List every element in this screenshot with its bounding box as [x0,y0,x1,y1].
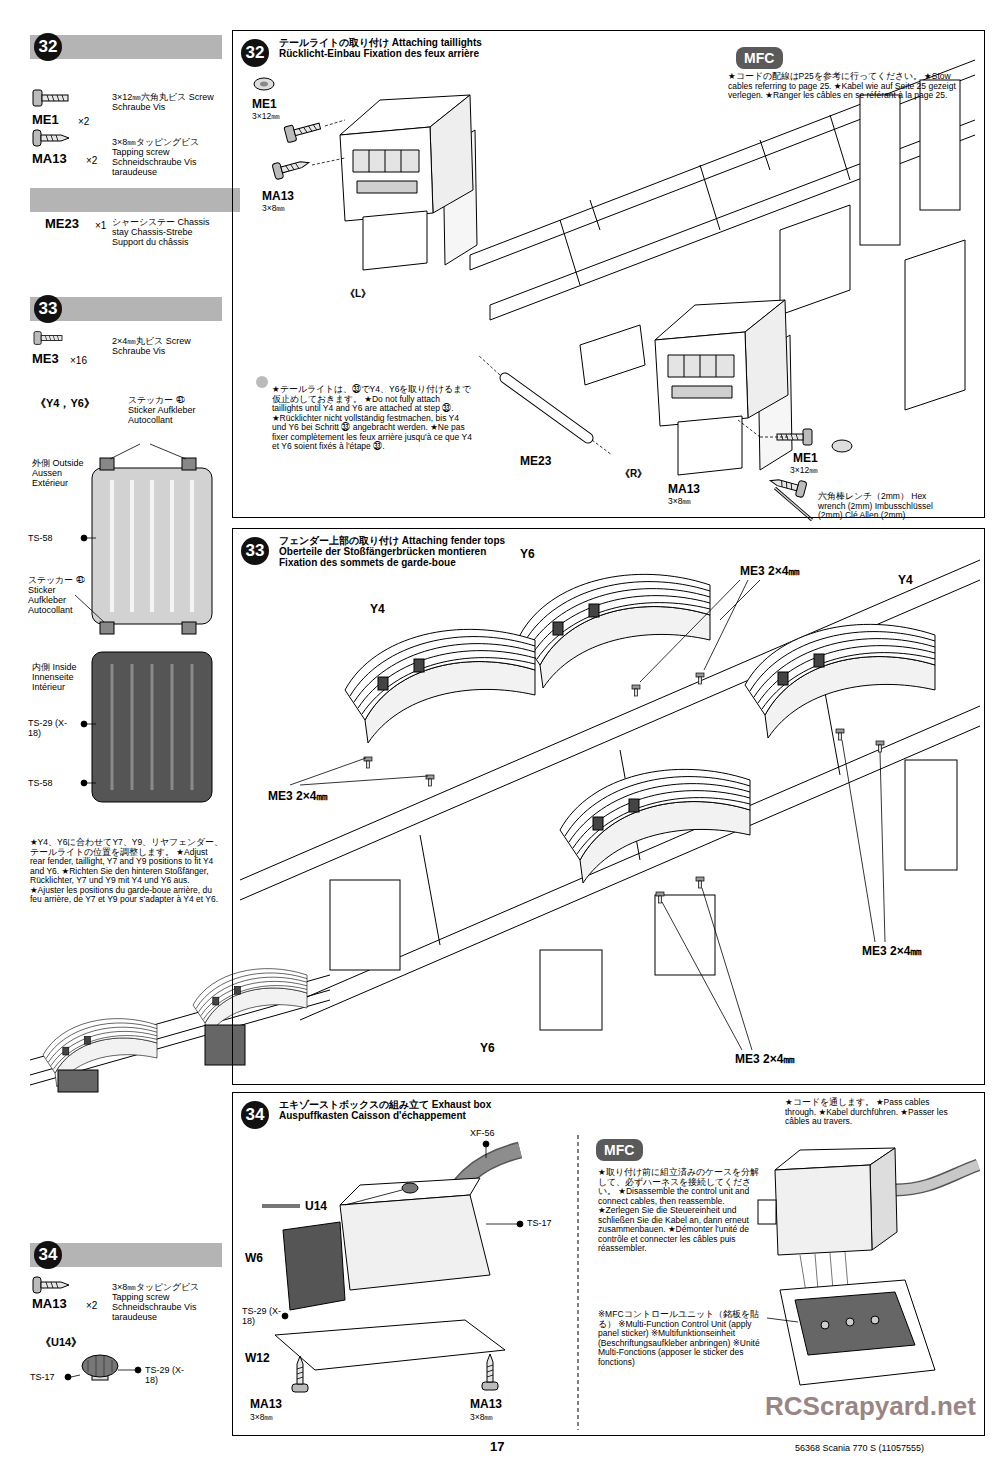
mfc-badge: MFC [596,1139,643,1161]
note: ★コードの配線はP25を参考に行ってください。 ★Stow cables ref… [728,72,973,101]
part-code: ME3 2×4㎜ [740,565,800,578]
part-code: Y6 [520,548,535,561]
fender-top-part [345,574,935,883]
paint-code: TS-58 [28,533,53,543]
part-code: ME1 [32,113,59,128]
part-description: シャーシステー Chassis stay Chassis-Strebe Supp… [112,217,212,247]
sticker-callout: ステッカー ㊶ Sticker Aufkleber Autocollant [28,575,86,615]
part-code: MA13 [32,1297,67,1312]
dimension: 3×8㎜ [668,497,691,507]
step-panel: 33 フェンダー上部の取り付け Attaching fender tops Obe… [232,528,985,1085]
badge-text: MFC [604,1142,634,1158]
step-heading: エキゾーストボックスの組み立て Exhaust box Auspuffkaste… [279,1099,519,1121]
step-bar: 32 [30,35,222,59]
exhaust-box [275,1150,520,1392]
dimension: 3×8㎜ [250,1413,273,1423]
step-number: 33 [241,537,269,565]
part-code: U14 [305,1200,327,1213]
step-number: 33 [34,295,62,323]
sticker-callout: ステッカー ㊶ Sticker Aufkleber Autocollant [128,395,208,425]
screw-icon [364,673,884,903]
step-bar: 33 [30,297,222,321]
part-description: 3×8㎜タッピングビス Tapping screw Schneidschraub… [112,1282,222,1322]
paint-code: TS-17 [527,1218,552,1228]
side-label: 外側 Outside Aussen Extérieur [32,458,90,488]
dimension: 3×12㎜ [252,112,280,122]
paint-code: TS-29 (X-18) [145,1365,187,1385]
part-code: MA13 [470,1398,502,1411]
part-code: Y4 [370,603,385,616]
chassis-frame [240,560,980,1030]
dimension: 3×12㎜ [790,466,818,476]
leader-line [262,1141,523,1319]
part-code: Y6 [480,1042,495,1055]
quantity: ×16 [70,355,87,366]
paint-code: TS-29 (X-18) [28,718,68,738]
page-number: 17 [490,1440,504,1455]
part-name: 《Y4，Y6》 [35,397,95,409]
chassis-stay-rod [505,378,588,438]
watermark: RCScrapyard.net [765,1392,976,1421]
step-number: 34 [34,1241,62,1269]
part-code: ME23 [45,217,79,232]
tool-callout: 六角棒レンチ（2mm） Hex wrench (2mm) Imbusschlüs… [818,492,953,521]
badge-text: MFC [744,50,774,66]
chassis-stay-part [30,188,240,212]
footer-code: 56368 Scania 770 S (11057555) [795,1443,924,1453]
control-unit [758,1148,978,1385]
step-bar: 34 [30,1243,222,1267]
screw-icon [254,78,852,498]
note: ★取り付け前に組立済みのケースを分解して、必ずハーネスを接続してください。 ★D… [598,1168,763,1254]
fender-top-part [92,458,212,802]
side-label: 内側 Inside Innenseite Intérieur [32,662,90,692]
part-code: ME23 [520,455,551,468]
step-panel: 34 エキゾーストボックスの組み立て Exhaust box Auspuffkas… [232,1092,985,1436]
chassis-inset [30,969,330,1092]
part-code: W12 [245,1352,270,1365]
paint-code: XF-56 [470,1128,495,1138]
part-description: 3×12㎜六角丸ビス Screw Schraube Vis [112,92,222,112]
part-code: MA13 [32,152,67,167]
part-description: 3×8㎜タッピングビス Tapping screw Schneidschraub… [112,137,222,177]
part-code: MA13 [668,483,700,496]
side-label: 《L》 [345,288,371,299]
part-code: ME3 2×4㎜ [735,1053,795,1066]
note: ★テールライトは、㉝でY4、Y6を取り付けるまで仮止めしておきます。 ★Do n… [272,385,472,452]
note: ※MFCコントロールユニット（銘板を貼る） ※Multi-Function Co… [598,1310,763,1367]
step-number: 34 [241,1101,269,1129]
knob-part [82,1355,118,1380]
paint-code: TS-58 [28,778,53,788]
paint-code: TS-29 (X-18) [242,1306,282,1326]
step-heading: フェンダー上部の取り付け Attaching fender tops Obert… [279,535,519,569]
part-code: W6 [245,1252,263,1265]
note-dot [256,376,268,388]
part-code: ME3 [32,352,59,367]
step-number: 32 [34,33,62,61]
part-name: 《U14》 [40,1336,82,1348]
part-code: MA13 [250,1398,282,1411]
mfc-badge: MFC [736,47,783,69]
part-code: MA13 [262,190,294,203]
part-code: ME1 [252,98,277,111]
divider [578,1135,579,1430]
leader-line [290,580,885,1050]
part-code: Y4 [898,574,913,587]
quantity: ×2 [78,116,89,127]
part-code: ME3 2×4㎜ [862,945,922,958]
note: ★Y4、Y6に合わせてY7、Y9、リヤフェンダー、テールライトの位置を調整します… [30,838,225,905]
quantity: ×2 [86,1300,97,1311]
part-description: 2×4㎜丸ビス Screw Schraube Vis [112,336,202,356]
note: ★コードを通します。 ★Pass cables through. ★Kabel … [785,1098,960,1127]
dimension: 3×8㎜ [262,204,285,214]
dimension: 3×8㎜ [470,1413,493,1423]
quantity: ×2 [86,155,97,166]
hex-wrench [775,488,812,520]
paint-code: TS-17 [30,1372,55,1382]
quantity: ×1 [95,220,106,231]
part-code: ME3 2×4㎜ [268,790,328,803]
step-number: 32 [241,39,269,67]
step-heading: テールライトの取り付け Attaching taillights Rücklic… [279,37,519,59]
part-code: ME1 [793,452,818,465]
side-label: 《R》 [620,468,647,479]
